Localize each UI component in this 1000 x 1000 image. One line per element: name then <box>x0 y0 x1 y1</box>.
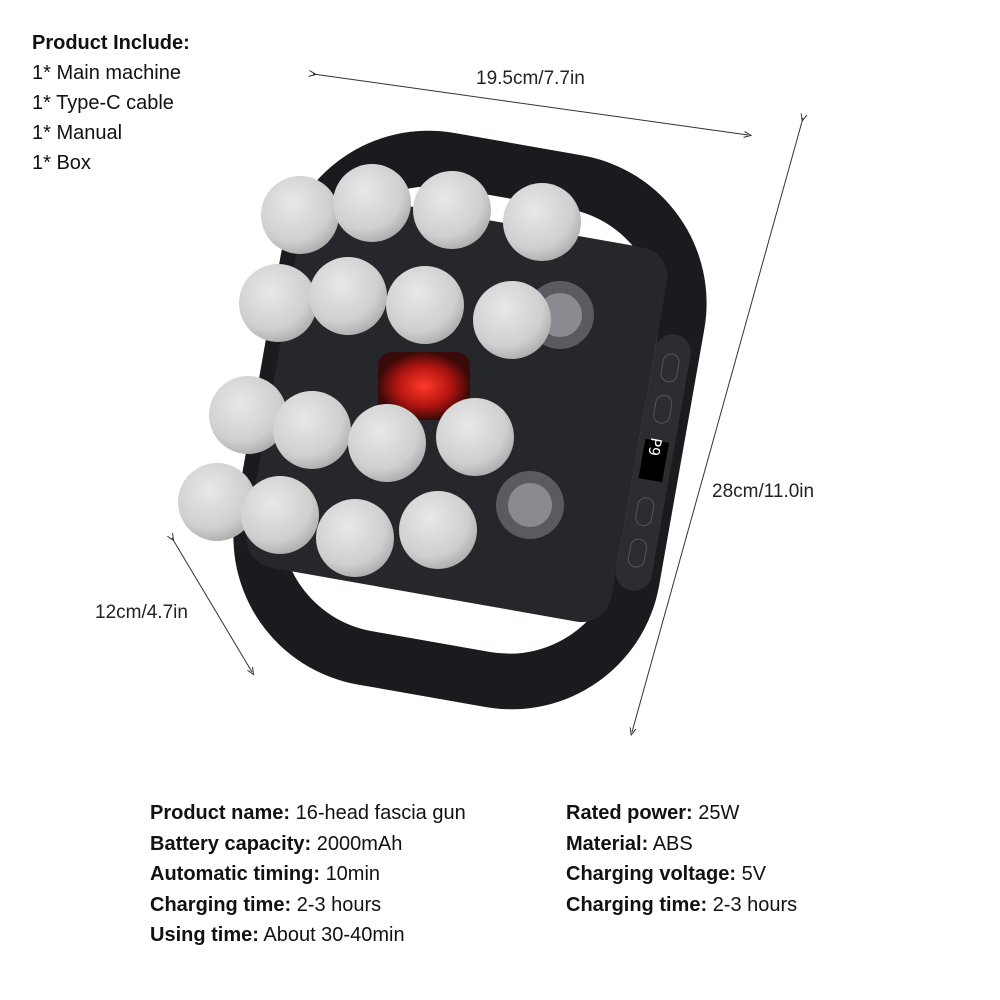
spec-row: Automatic timing: 10min <box>150 863 381 885</box>
massage-head <box>436 398 514 476</box>
red-light-panel <box>378 352 470 420</box>
include-item: 1* Box <box>32 152 91 174</box>
height-label: 28cm/11.0in <box>712 481 815 502</box>
display-readout: P9 <box>644 436 665 457</box>
include-item: 1* Type-C cable <box>32 92 174 114</box>
depth-dimension-line <box>172 538 252 672</box>
massage-head <box>261 176 339 254</box>
massage-head <box>239 264 317 342</box>
include-title: Product Include: <box>32 32 190 54</box>
massage-head <box>178 463 256 541</box>
width-label: 19.5cm/7.7in <box>476 68 585 89</box>
button-icon[interactable] <box>660 353 681 383</box>
massage-head <box>333 164 411 242</box>
spec-row: Product name: 16-head fascia gun <box>150 802 466 824</box>
height-dimension-line <box>632 118 803 732</box>
spec-row: Using time: About 30-40min <box>150 924 405 946</box>
button-icon[interactable] <box>652 394 673 424</box>
button-icon[interactable] <box>634 497 655 527</box>
specs-left: Product name: 16-head fascia gun Battery… <box>150 798 466 951</box>
massage-head <box>316 499 394 577</box>
spec-row: Battery capacity: 2000mAh <box>150 832 403 855</box>
spec-row: Charging time: 2-3 hours <box>150 893 382 916</box>
massage-head <box>386 266 464 344</box>
spec-row: Charging voltage: 5V <box>566 863 767 885</box>
massage-head <box>413 171 491 249</box>
massage-head <box>348 404 426 482</box>
specs-right: Rated power: 25W Material: ABS Charging … <box>566 798 797 920</box>
button-icon[interactable] <box>627 538 648 568</box>
massage-head <box>503 183 581 261</box>
display-screen <box>638 438 670 483</box>
depth-label: 12cm/4.7in <box>95 602 188 623</box>
product-include-list: Product Include: 1* Main machine 1* Type… <box>32 28 190 178</box>
massage-head <box>399 491 477 569</box>
spec-row: Rated power: 25W <box>566 802 740 824</box>
include-item: 1* Main machine <box>32 62 181 84</box>
spec-row: Charging time: 2-3 hours <box>566 893 798 916</box>
massage-head <box>209 376 287 454</box>
massage-head <box>241 476 319 554</box>
massage-heads <box>178 164 581 577</box>
massage-head <box>309 257 387 335</box>
spec-row: Material: ABS <box>566 832 693 855</box>
massage-head <box>273 391 351 469</box>
include-item: 1* Manual <box>32 122 123 144</box>
massage-head <box>473 281 551 359</box>
